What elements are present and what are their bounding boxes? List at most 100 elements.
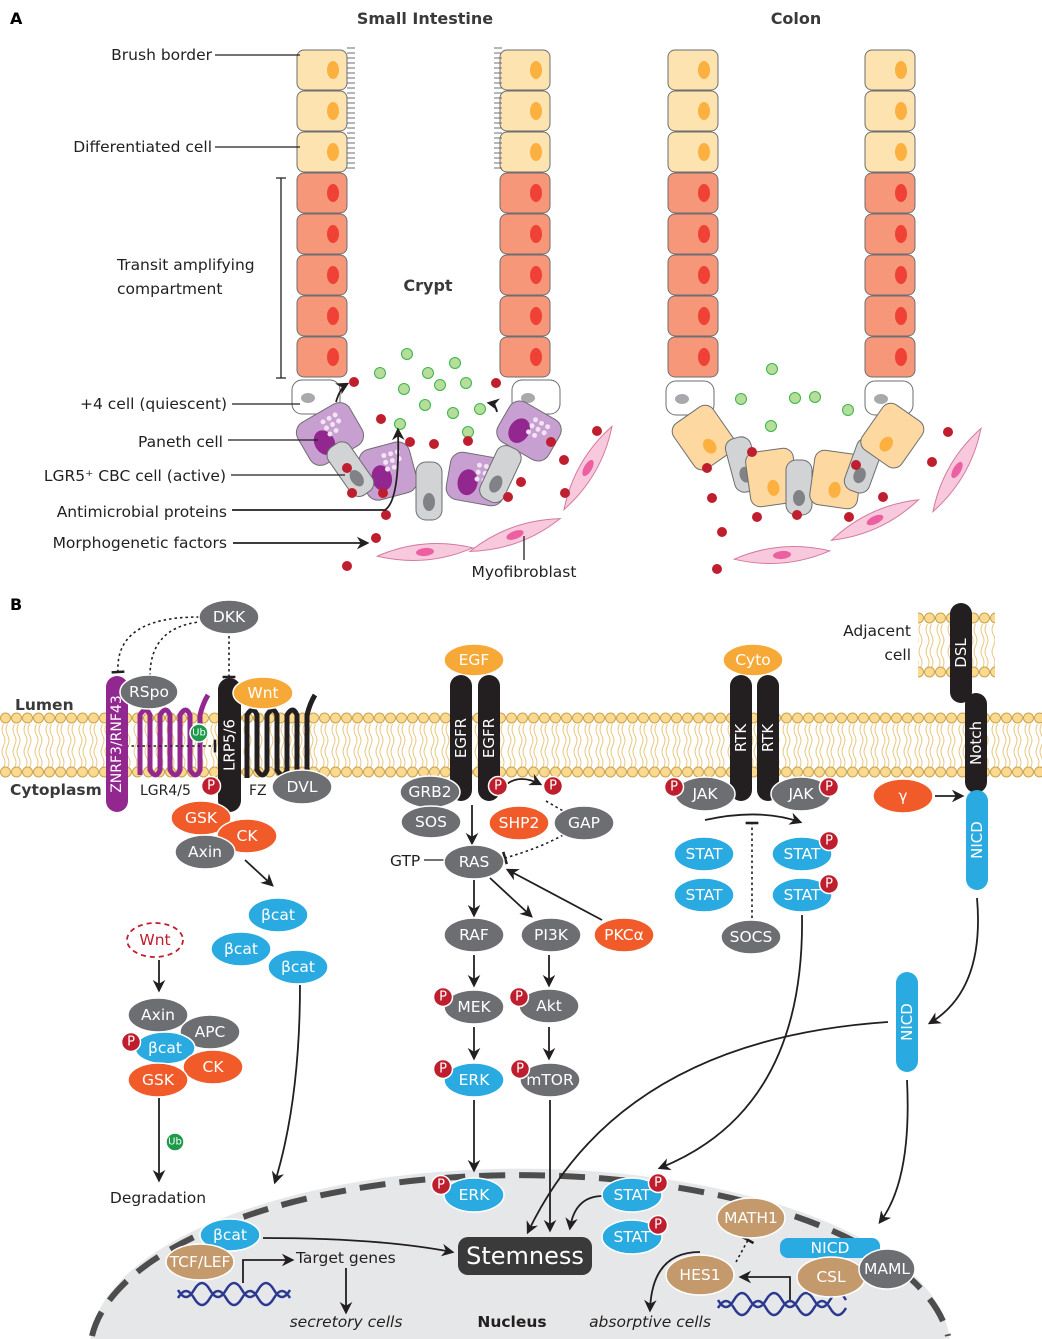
fz-label: FZ <box>249 783 267 799</box>
dsl-ligand-label: DSL <box>952 638 970 668</box>
beta-catenin-label: βcat <box>261 906 295 924</box>
antimicrobial-protein <box>927 457 937 467</box>
dna-helix <box>176 1281 292 1307</box>
lrp5-6: LRP5/6 <box>218 678 241 812</box>
tcf-lef: TCF/LEF <box>165 1243 235 1281</box>
stat-label: STAT <box>686 845 724 863</box>
socs: SOCS <box>720 919 782 955</box>
panel-a-labels: Brush border Differentiated cell Transit… <box>44 46 577 581</box>
phospho-badge: P <box>432 1058 454 1080</box>
tcf-lef-label: TCF/LEF <box>169 1253 231 1271</box>
ubiquitin-badge-label: Ub <box>192 728 206 739</box>
phospho-badge: P <box>647 1172 669 1194</box>
transit-amplifying-cell <box>296 295 348 337</box>
crypt-label: Crypt <box>403 276 453 295</box>
transit-amplifying-cell <box>499 254 551 296</box>
antimicrobial-protein <box>347 488 357 498</box>
transit-amplifying-cell <box>499 336 551 378</box>
gamma-secretase-label: γ <box>898 787 907 805</box>
antimicrobial-protein <box>503 492 513 502</box>
transit-amplifying-cell <box>864 213 916 255</box>
cytokine-ligand-label: Cyto <box>735 651 771 669</box>
math1: MATH1 <box>716 1197 786 1239</box>
egf-ligand-label: EGF <box>459 651 490 669</box>
erk-label: ERK <box>459 1071 491 1089</box>
colon-crypt-cell <box>745 447 799 508</box>
stat-phosphorylated: STAT <box>771 877 833 913</box>
dna-helix <box>716 1291 848 1317</box>
beta-catenin-label: βcat <box>281 958 315 976</box>
antimicrobial-protein <box>792 510 802 520</box>
csl-label: CSL <box>816 1268 846 1286</box>
raf-label: RAF <box>459 926 489 944</box>
morphogenetic-factor <box>789 392 801 404</box>
transit-amplifying-cell <box>667 254 719 296</box>
morphogenetic-factor <box>460 377 472 389</box>
mtor-label: mTOR <box>526 1071 574 1089</box>
panel-b-label: B <box>10 595 22 614</box>
cytoplasm-label: Cytoplasm <box>10 781 102 799</box>
ubiquitin-badge: Ub <box>189 723 209 743</box>
stat: STAT <box>673 877 735 913</box>
pkc-alpha: PKCα <box>593 917 655 953</box>
wnt-ligand-label: Wnt <box>247 684 278 702</box>
mek-label: MEK <box>457 998 491 1016</box>
paneth-cell-label: Paneth cell <box>138 433 223 451</box>
shp2: SHP2 <box>488 805 550 841</box>
brush-border-label: Brush border <box>111 46 212 64</box>
notch-receptor: Notch <box>965 693 987 793</box>
transit-amplifying-label-2: compartment <box>117 280 222 298</box>
colon-stem-cell <box>785 459 813 516</box>
rtk-label: RTK <box>759 723 777 752</box>
lgr5-cell-label: LGR5⁺ CBC cell (active) <box>44 467 226 485</box>
plus4-cell <box>291 379 341 415</box>
antimicrobial-protein <box>342 463 352 473</box>
stat-nuclear: STAT <box>601 1177 663 1213</box>
beta-catenin-nuclear-label: βcat <box>213 1226 247 1244</box>
gap-label: GAP <box>568 814 600 832</box>
differentiated-cell <box>296 49 348 91</box>
myofibroblast <box>468 518 562 552</box>
raf: RAF <box>443 917 505 953</box>
antimicrobial-protein <box>878 492 888 502</box>
plus4-cell <box>864 380 914 416</box>
myofibroblast <box>732 546 832 564</box>
stat-phosphorylated-label: STAT <box>784 845 822 863</box>
differentiated-cell <box>667 90 719 132</box>
differentiated-cell <box>864 49 916 91</box>
dvl-label: DVL <box>287 778 318 796</box>
myofibroblast <box>375 543 475 561</box>
phospho-badge: P <box>508 986 530 1008</box>
transit-amplifying-cell <box>499 172 551 214</box>
maml: MAML <box>858 1248 916 1290</box>
stemness-box: Stemness <box>458 1237 592 1275</box>
phospho-badge: P <box>432 986 454 1008</box>
signaling-proteins: DKKZNRF3/RNF43RSpoLRP5/6WntDVLUbPGSKCKAx… <box>106 599 988 1298</box>
differentiated-cell <box>667 49 719 91</box>
stat-nuclear: STAT <box>601 1219 663 1255</box>
shp2-label: SHP2 <box>499 814 540 832</box>
rtk-label: RTK <box>732 723 750 752</box>
gap: GAP <box>553 805 615 841</box>
notch-receptor-label: Notch <box>967 721 985 765</box>
antimicrobial-protein <box>844 512 854 522</box>
crypt-cells <box>291 47 982 564</box>
hes1-label: HES1 <box>679 1266 720 1284</box>
colon-title: Colon <box>771 9 822 28</box>
phospho-badge-label: P <box>654 1176 662 1191</box>
antimicrobial-protein <box>516 477 526 487</box>
wnt-ligand: Wnt <box>232 676 294 710</box>
phospho-badge-label: P <box>549 779 557 794</box>
lrp5-6-label: LRP5/6 <box>221 719 239 771</box>
jak-label: JAK <box>691 785 718 803</box>
hes1: HES1 <box>665 1254 735 1296</box>
antimicrobial-protein <box>752 512 762 522</box>
antimicrobial-protein <box>943 427 953 437</box>
axin-label: Axin <box>188 843 222 861</box>
adjacent-cell-label: Adjacent <box>843 622 911 640</box>
morphogenetic-factor <box>422 367 434 379</box>
transit-amplifying-cell <box>667 172 719 214</box>
morphogenetic-factor <box>434 379 446 391</box>
dkk-label: DKK <box>213 608 246 626</box>
ubiquitin-badge: Ub <box>165 1132 185 1152</box>
